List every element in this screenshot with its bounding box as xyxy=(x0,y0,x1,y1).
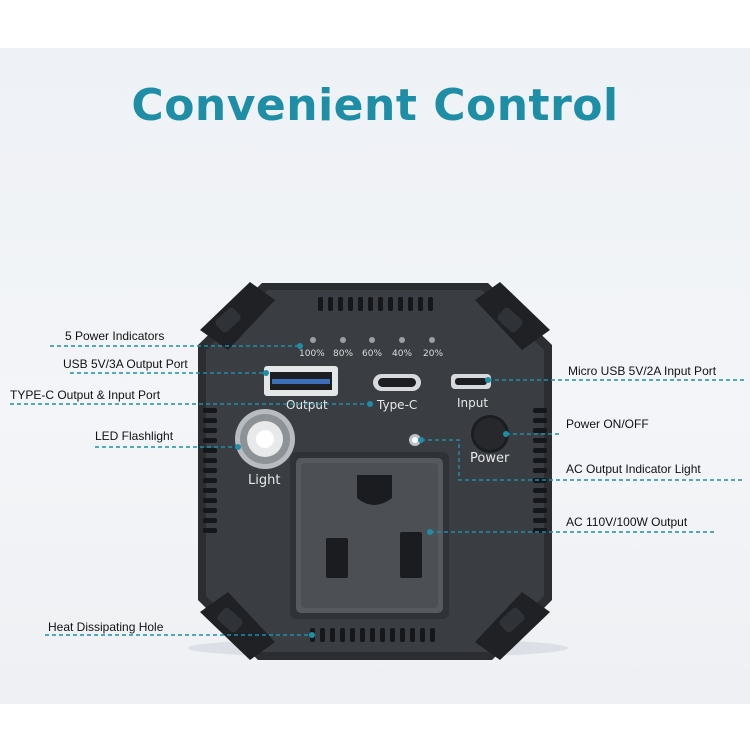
top-vents xyxy=(318,297,433,311)
usb-a-port-icon xyxy=(264,366,338,396)
label-usb-output: USB 5V/3A Output Port xyxy=(63,357,188,371)
page-title: Convenient Control xyxy=(131,80,619,131)
ac-outlet-icon xyxy=(290,452,449,619)
label-micro-usb: Micro USB 5V/2A Input Port xyxy=(568,364,717,378)
left-vents xyxy=(203,408,217,533)
label-ac-output: AC 110V/100W Output xyxy=(566,515,688,529)
corner-bumper-bl xyxy=(200,592,275,660)
indicator-light-icon xyxy=(409,434,421,446)
label-typec: TYPE-C Output & Input Port xyxy=(10,388,161,402)
power-indicator-dots xyxy=(310,337,435,343)
label-ac-indicator: AC Output Indicator Light xyxy=(566,462,701,476)
micro-usb-port-icon xyxy=(451,374,491,389)
indicator-60: 60% xyxy=(362,349,383,359)
corner-bumper-tl xyxy=(200,282,275,350)
typec-port-label: Type-C xyxy=(377,398,418,412)
indicator-20: 20% xyxy=(423,349,444,359)
bottom-vents xyxy=(310,628,435,642)
label-led-flashlight: LED Flashlight xyxy=(95,429,174,443)
indicator-100: 100% xyxy=(299,349,325,359)
label-heat-hole: Heat Dissipating Hole xyxy=(48,620,164,634)
corner-bumper-br xyxy=(475,592,550,660)
indicator-40: 40% xyxy=(392,349,413,359)
output-port-label: Output xyxy=(286,398,328,412)
input-port-label: Input xyxy=(457,396,489,410)
usb-c-port-icon xyxy=(373,374,421,391)
label-power-indicators: 5 Power Indicators xyxy=(65,329,165,343)
light-label: Light xyxy=(248,473,281,488)
flashlight-icon xyxy=(235,409,295,469)
corner-bumper-tr xyxy=(475,282,550,350)
indicator-80: 80% xyxy=(333,349,354,359)
power-label: Power xyxy=(470,451,510,466)
power-button-icon xyxy=(471,415,509,453)
right-vents xyxy=(533,408,547,533)
label-power-onoff: Power ON/OFF xyxy=(566,417,649,431)
